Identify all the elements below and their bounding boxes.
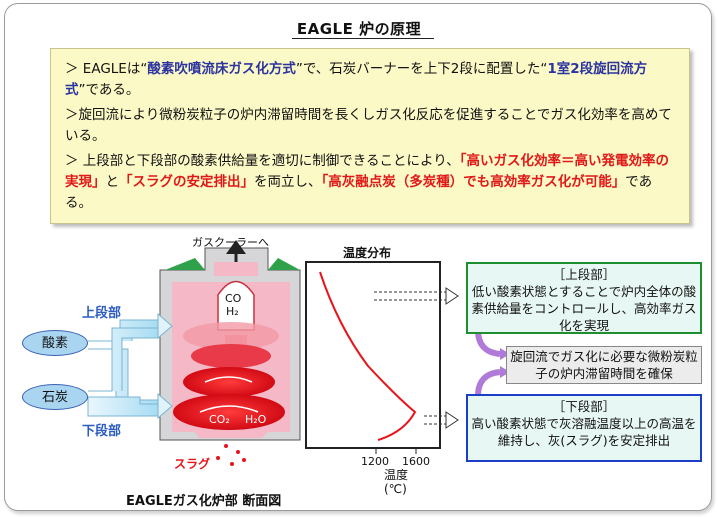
co2-label: CO₂ — [209, 413, 230, 426]
gas-cooler-label: ガスクーラーへ — [192, 236, 269, 249]
swirl-flames — [173, 322, 285, 430]
swirl-description: 旋回流でガス化に必要な微粉炭粒子の炉内滞留時間を確保 — [506, 346, 702, 384]
bullet-3-text-b: と — [105, 174, 120, 190]
slag-drops — [216, 444, 246, 466]
bullet-1-highlight-b: 1室2段旋回流方式 — [65, 61, 648, 98]
lower-stage-label: 下段部 — [82, 424, 122, 439]
temperature-chart-title: 温度分布 — [343, 246, 392, 260]
lower-stage-body: 高い酸素状態で灰溶融温度以上の高温を維持し、灰(スラグ)を安定排出 — [471, 416, 697, 448]
callout-arrows — [374, 287, 459, 429]
principle-summary-box: ＞ EAGLEは“酸素吹噴流床ガス化方式”で、石炭バーナーを上下2段に配置した“… — [50, 48, 690, 224]
temperature-curve — [319, 271, 417, 441]
oxygen-label: 酸素 — [22, 330, 88, 356]
bullet-3: ＞ 上段部と下段部の酸素供給量を適切に制御できることにより、「高いガス化効率＝高… — [65, 151, 675, 214]
bullet-3-highlight-b: 「スラグの安定排出」 — [119, 174, 254, 190]
bullet-3-highlight-a: 「高いガス化効率＝高い発電効率の実現」 — [65, 153, 669, 190]
temperature-axis-label: 温度 — [384, 468, 409, 482]
bullet-1-text-a: ＞ EAGLEは“ — [65, 61, 148, 77]
bullet-3-text-d: である。 — [65, 174, 653, 211]
slag-label: スラグ — [174, 457, 211, 471]
feed-pipes — [87, 312, 173, 420]
bullet-3-highlight-c: 「高灰融点炭（多炭種）でも高効率ガス化が可能」 — [321, 174, 626, 190]
h2o-label: H₂O — [245, 413, 267, 426]
page-title: EAGLE 炉の原理 — [296, 20, 422, 38]
bullet-1-text-c: ”である。 — [78, 82, 140, 98]
upper-stage-body: 低い酸素状態とすることで炉内全体の酸素供給量をコントロールし、高効率ガス化を実現 — [471, 284, 697, 333]
bullet-1-highlight-a: 酸素吹噴流床ガス化方式 — [147, 61, 296, 77]
title-underline — [292, 38, 434, 39]
bullet-3-text-c: を両立し、 — [254, 174, 322, 190]
co-label: CO — [225, 292, 242, 305]
lower-stage-description: ［下段部］ 高い酸素状態で灰溶融温度以上の高温を維持し、灰(スラグ)を安定排出 — [466, 394, 702, 462]
tick-label-1600: 1600 — [402, 455, 430, 468]
bullet-2: ＞旋回流により微粉炭粒子の炉内滞留時間を長くしガス化反応を促進することでガス化効… — [65, 107, 672, 144]
bullet-1-text-b: ”で、石炭バーナーを上下2段に配置した“ — [295, 61, 548, 77]
upper-stage-label: 上段部 — [82, 306, 122, 321]
bullet-1: ＞ EAGLEは“酸素吹噴流床ガス化方式”で、石炭バーナーを上下2段に配置した“… — [65, 59, 675, 101]
slide-frame — [4, 3, 712, 511]
upper-stage-heading: ［上段部］ — [552, 267, 616, 282]
coal-label: 石炭 — [22, 384, 88, 410]
temperature-unit-label: (℃) — [384, 482, 407, 496]
lower-stage-heading: ［下段部］ — [552, 399, 616, 414]
tick-label-1200: 1200 — [361, 455, 389, 468]
temperature-chart — [305, 261, 441, 454]
upper-stage-description: ［上段部］ 低い酸素状態とすることで炉内全体の酸素供給量をコントロールし、高効率… — [466, 262, 702, 334]
bullet-3-text-a: ＞ 上段部と下段部の酸素供給量を適切に制御できることにより、 — [65, 153, 460, 169]
h2-label: H₂ — [226, 305, 239, 318]
diagram-caption: EAGLEガス化炉部 断面図 — [126, 494, 282, 509]
